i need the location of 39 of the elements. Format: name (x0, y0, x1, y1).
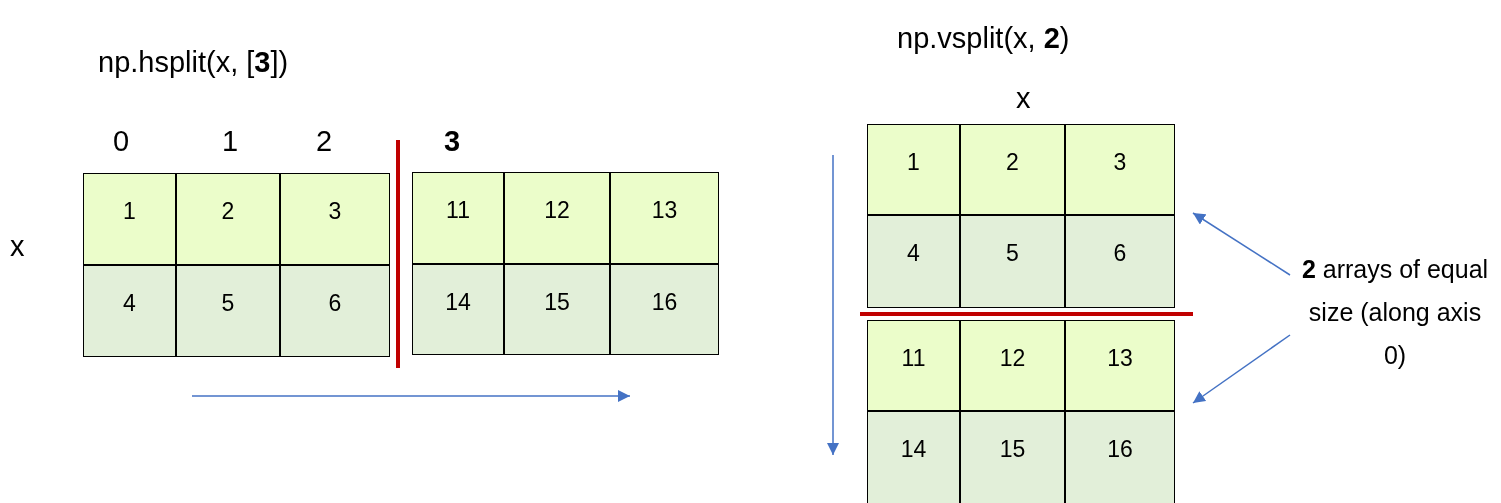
array-cell: 4 (83, 265, 176, 357)
array-cell: 4 (867, 215, 960, 308)
array-cell: 14 (412, 264, 504, 355)
array-block (867, 320, 1173, 502)
array-block (83, 173, 388, 355)
array-cell: 15 (960, 411, 1065, 503)
array-cell: 2 (176, 173, 280, 265)
array-cell: 11 (412, 172, 504, 264)
array-cell: 3 (1065, 124, 1175, 215)
function-call-title: np.hsplit(x, [3]) (98, 46, 289, 79)
array-cell: 6 (1065, 215, 1175, 308)
column-index: 0 (113, 125, 130, 158)
array-cell: 11 (867, 320, 960, 411)
array-cell: 13 (610, 172, 719, 264)
array-block (867, 124, 1173, 306)
array-cell: 16 (1065, 411, 1175, 503)
array-cell: 5 (960, 215, 1065, 308)
array-cell: 15 (504, 264, 610, 355)
array-name: x (1016, 82, 1031, 115)
arrow (1192, 212, 1291, 276)
column-index: 3 (444, 125, 461, 158)
array-cell: 2 (960, 124, 1065, 215)
array-name: x (10, 230, 25, 263)
array-block (412, 172, 717, 353)
array-cell: 1 (83, 173, 176, 265)
function-call-title: np.vsplit(x, 2) (897, 22, 1070, 55)
array-cell: 13 (1065, 320, 1175, 411)
column-index: 1 (222, 125, 239, 158)
array-cell: 14 (867, 411, 960, 503)
column-index: 2 (316, 125, 333, 158)
array-cell: 1 (867, 124, 960, 215)
array-cell: 3 (280, 173, 390, 265)
array-cell: 16 (610, 264, 719, 355)
array-cell: 5 (176, 265, 280, 357)
array-cell: 6 (280, 265, 390, 357)
callout-text: 2 arrays of equal size (along axis 0) (1300, 248, 1490, 377)
array-cell: 12 (504, 172, 610, 264)
array-cell: 12 (960, 320, 1065, 411)
arrow (1192, 334, 1291, 404)
